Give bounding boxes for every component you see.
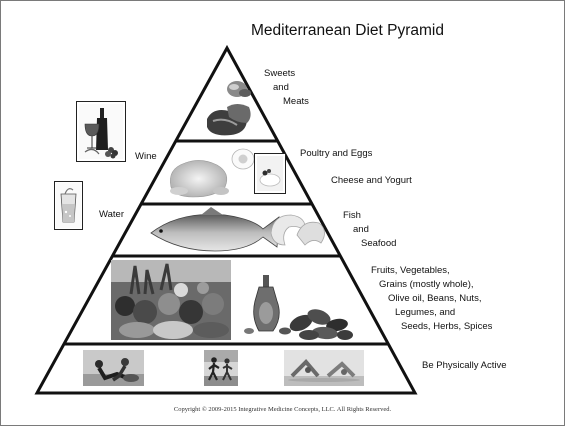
chicken-image — [170, 160, 229, 197]
label-seeds-herbs-spices: Seeds, Herbs, Spices — [371, 320, 492, 334]
copyright-notice: Copyright © 2009-2015 Integrative Medici… — [1, 406, 564, 413]
label-grains: Grains (mostly whole), — [371, 278, 492, 292]
label-wine: Wine — [135, 150, 157, 164]
fish-image — [151, 207, 279, 251]
label-fish: Fish — [343, 209, 396, 223]
label-meats: Meats — [264, 95, 309, 109]
label-and: and — [264, 81, 309, 95]
meat-image — [207, 104, 251, 135]
olive-oil-image — [244, 275, 291, 335]
shrimp-image — [271, 215, 325, 245]
label-be-physically-active: Be Physically Active — [422, 359, 506, 373]
egg-image — [232, 149, 254, 169]
cheese-image — [254, 153, 286, 194]
label-water: Water — [99, 208, 124, 222]
water-glass-image — [54, 181, 83, 230]
label-fruits-vegetables: Fruits, Vegetables, — [371, 264, 492, 278]
label-sweets-and-meats: Sweets and Meats — [264, 67, 309, 109]
nuts-image — [287, 306, 353, 340]
label-sweets: Sweets — [264, 67, 309, 81]
exercise-image — [83, 350, 144, 386]
yoga-image — [284, 350, 364, 386]
label-olive-oil-beans-nuts: Olive oil, Beans, Nuts, — [371, 292, 492, 306]
label-seafood: Seafood — [343, 237, 396, 251]
label-fish-and-seafood: Fish and Seafood — [343, 209, 396, 251]
label-fish-and: and — [343, 223, 396, 237]
wine-image — [76, 101, 126, 162]
label-poultry-and-eggs: Poultry and Eggs — [300, 147, 372, 161]
label-legumes: Legumes, and — [371, 306, 492, 320]
label-plant-foods: Fruits, Vegetables, Grains (mostly whole… — [371, 264, 492, 334]
running-image — [204, 350, 238, 386]
page-title: Mediterranean Diet Pyramid — [251, 22, 444, 40]
produce-image — [111, 260, 231, 340]
label-cheese-and-yogurt: Cheese and Yogurt — [331, 174, 412, 188]
